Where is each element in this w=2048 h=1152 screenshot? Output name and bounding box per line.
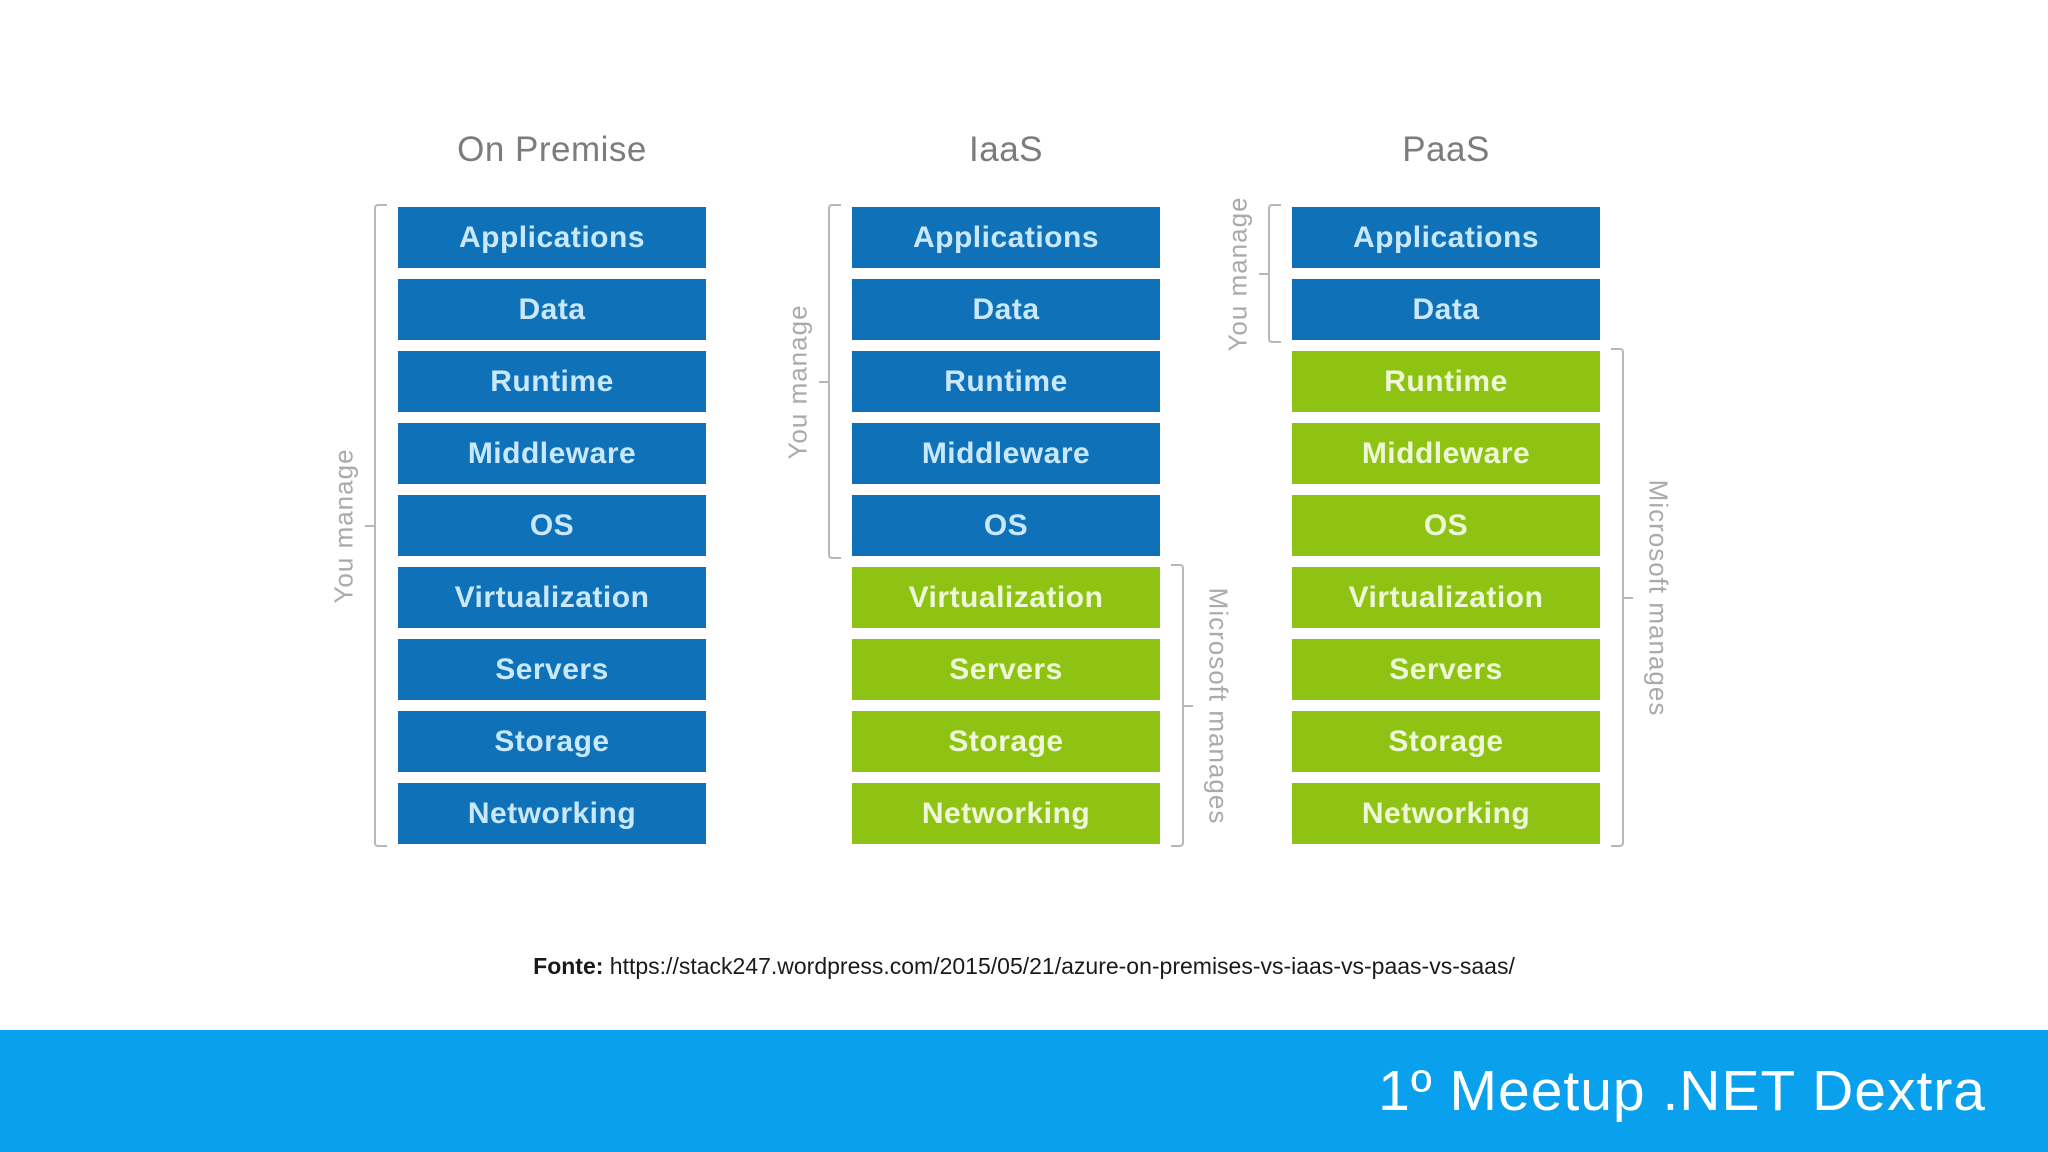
bracket-left-you-manage <box>828 204 841 559</box>
layer-box-networking: Networking <box>1292 783 1600 844</box>
layer-box-applications: Applications <box>1292 207 1600 268</box>
layer-box-os: OS <box>398 495 706 556</box>
layer-box-runtime: Runtime <box>1292 351 1600 412</box>
layer-box-storage: Storage <box>852 711 1160 772</box>
layer-box-middleware: Middleware <box>852 423 1160 484</box>
footer-bar: 1º Meetup .NET Dextra <box>0 1030 2048 1152</box>
footer-title: 1º Meetup .NET Dextra <box>1378 1059 1986 1123</box>
layer-box-applications: Applications <box>398 207 706 268</box>
layer-box-networking: Networking <box>398 783 706 844</box>
layer-box-applications: Applications <box>852 207 1160 268</box>
layer-box-os: OS <box>1292 495 1600 556</box>
bracket-tick <box>1259 272 1268 275</box>
layer-box-middleware: Middleware <box>398 423 706 484</box>
layer-box-os: OS <box>852 495 1160 556</box>
source-label: Fonte: <box>533 953 604 979</box>
bracket-tick <box>819 380 828 383</box>
bracket-right-microsoft-manages <box>1171 564 1184 847</box>
layer-box-data: Data <box>398 279 706 340</box>
side-label-you-manage: You manage <box>1222 195 1253 352</box>
layer-box-virtualization: Virtualization <box>852 567 1160 628</box>
layer-box-runtime: Runtime <box>852 351 1160 412</box>
bracket-left-you-manage <box>374 204 387 847</box>
layer-box-runtime: Runtime <box>398 351 706 412</box>
side-label-microsoft-manages: Microsoft manages <box>1643 479 1674 716</box>
source-url: https://stack247.wordpress.com/2015/05/2… <box>609 953 1515 979</box>
layer-box-virtualization: Virtualization <box>1292 567 1600 628</box>
side-label-you-manage: You manage <box>328 447 359 604</box>
layer-box-storage: Storage <box>1292 711 1600 772</box>
layer-box-virtualization: Virtualization <box>398 567 706 628</box>
bracket-tick <box>1184 704 1193 707</box>
side-label-microsoft-manages: Microsoft manages <box>1203 587 1234 824</box>
bracket-left-you-manage <box>1268 204 1281 343</box>
side-label-you-manage: You manage <box>782 303 813 460</box>
column-title-on-premise: On Premise <box>457 130 647 169</box>
layer-box-servers: Servers <box>398 639 706 700</box>
source-note: Fonte: https://stack247.wordpress.com/20… <box>0 953 2048 980</box>
bracket-right-microsoft-manages <box>1611 348 1624 847</box>
bracket-tick <box>365 524 374 527</box>
layer-box-servers: Servers <box>1292 639 1600 700</box>
layer-box-servers: Servers <box>852 639 1160 700</box>
layer-box-middleware: Middleware <box>1292 423 1600 484</box>
column-title-paas: PaaS <box>1402 130 1490 169</box>
column-title-iaas: IaaS <box>969 130 1043 169</box>
layer-box-data: Data <box>852 279 1160 340</box>
layer-box-networking: Networking <box>852 783 1160 844</box>
layer-box-data: Data <box>1292 279 1600 340</box>
layer-box-storage: Storage <box>398 711 706 772</box>
bracket-tick <box>1624 596 1633 599</box>
